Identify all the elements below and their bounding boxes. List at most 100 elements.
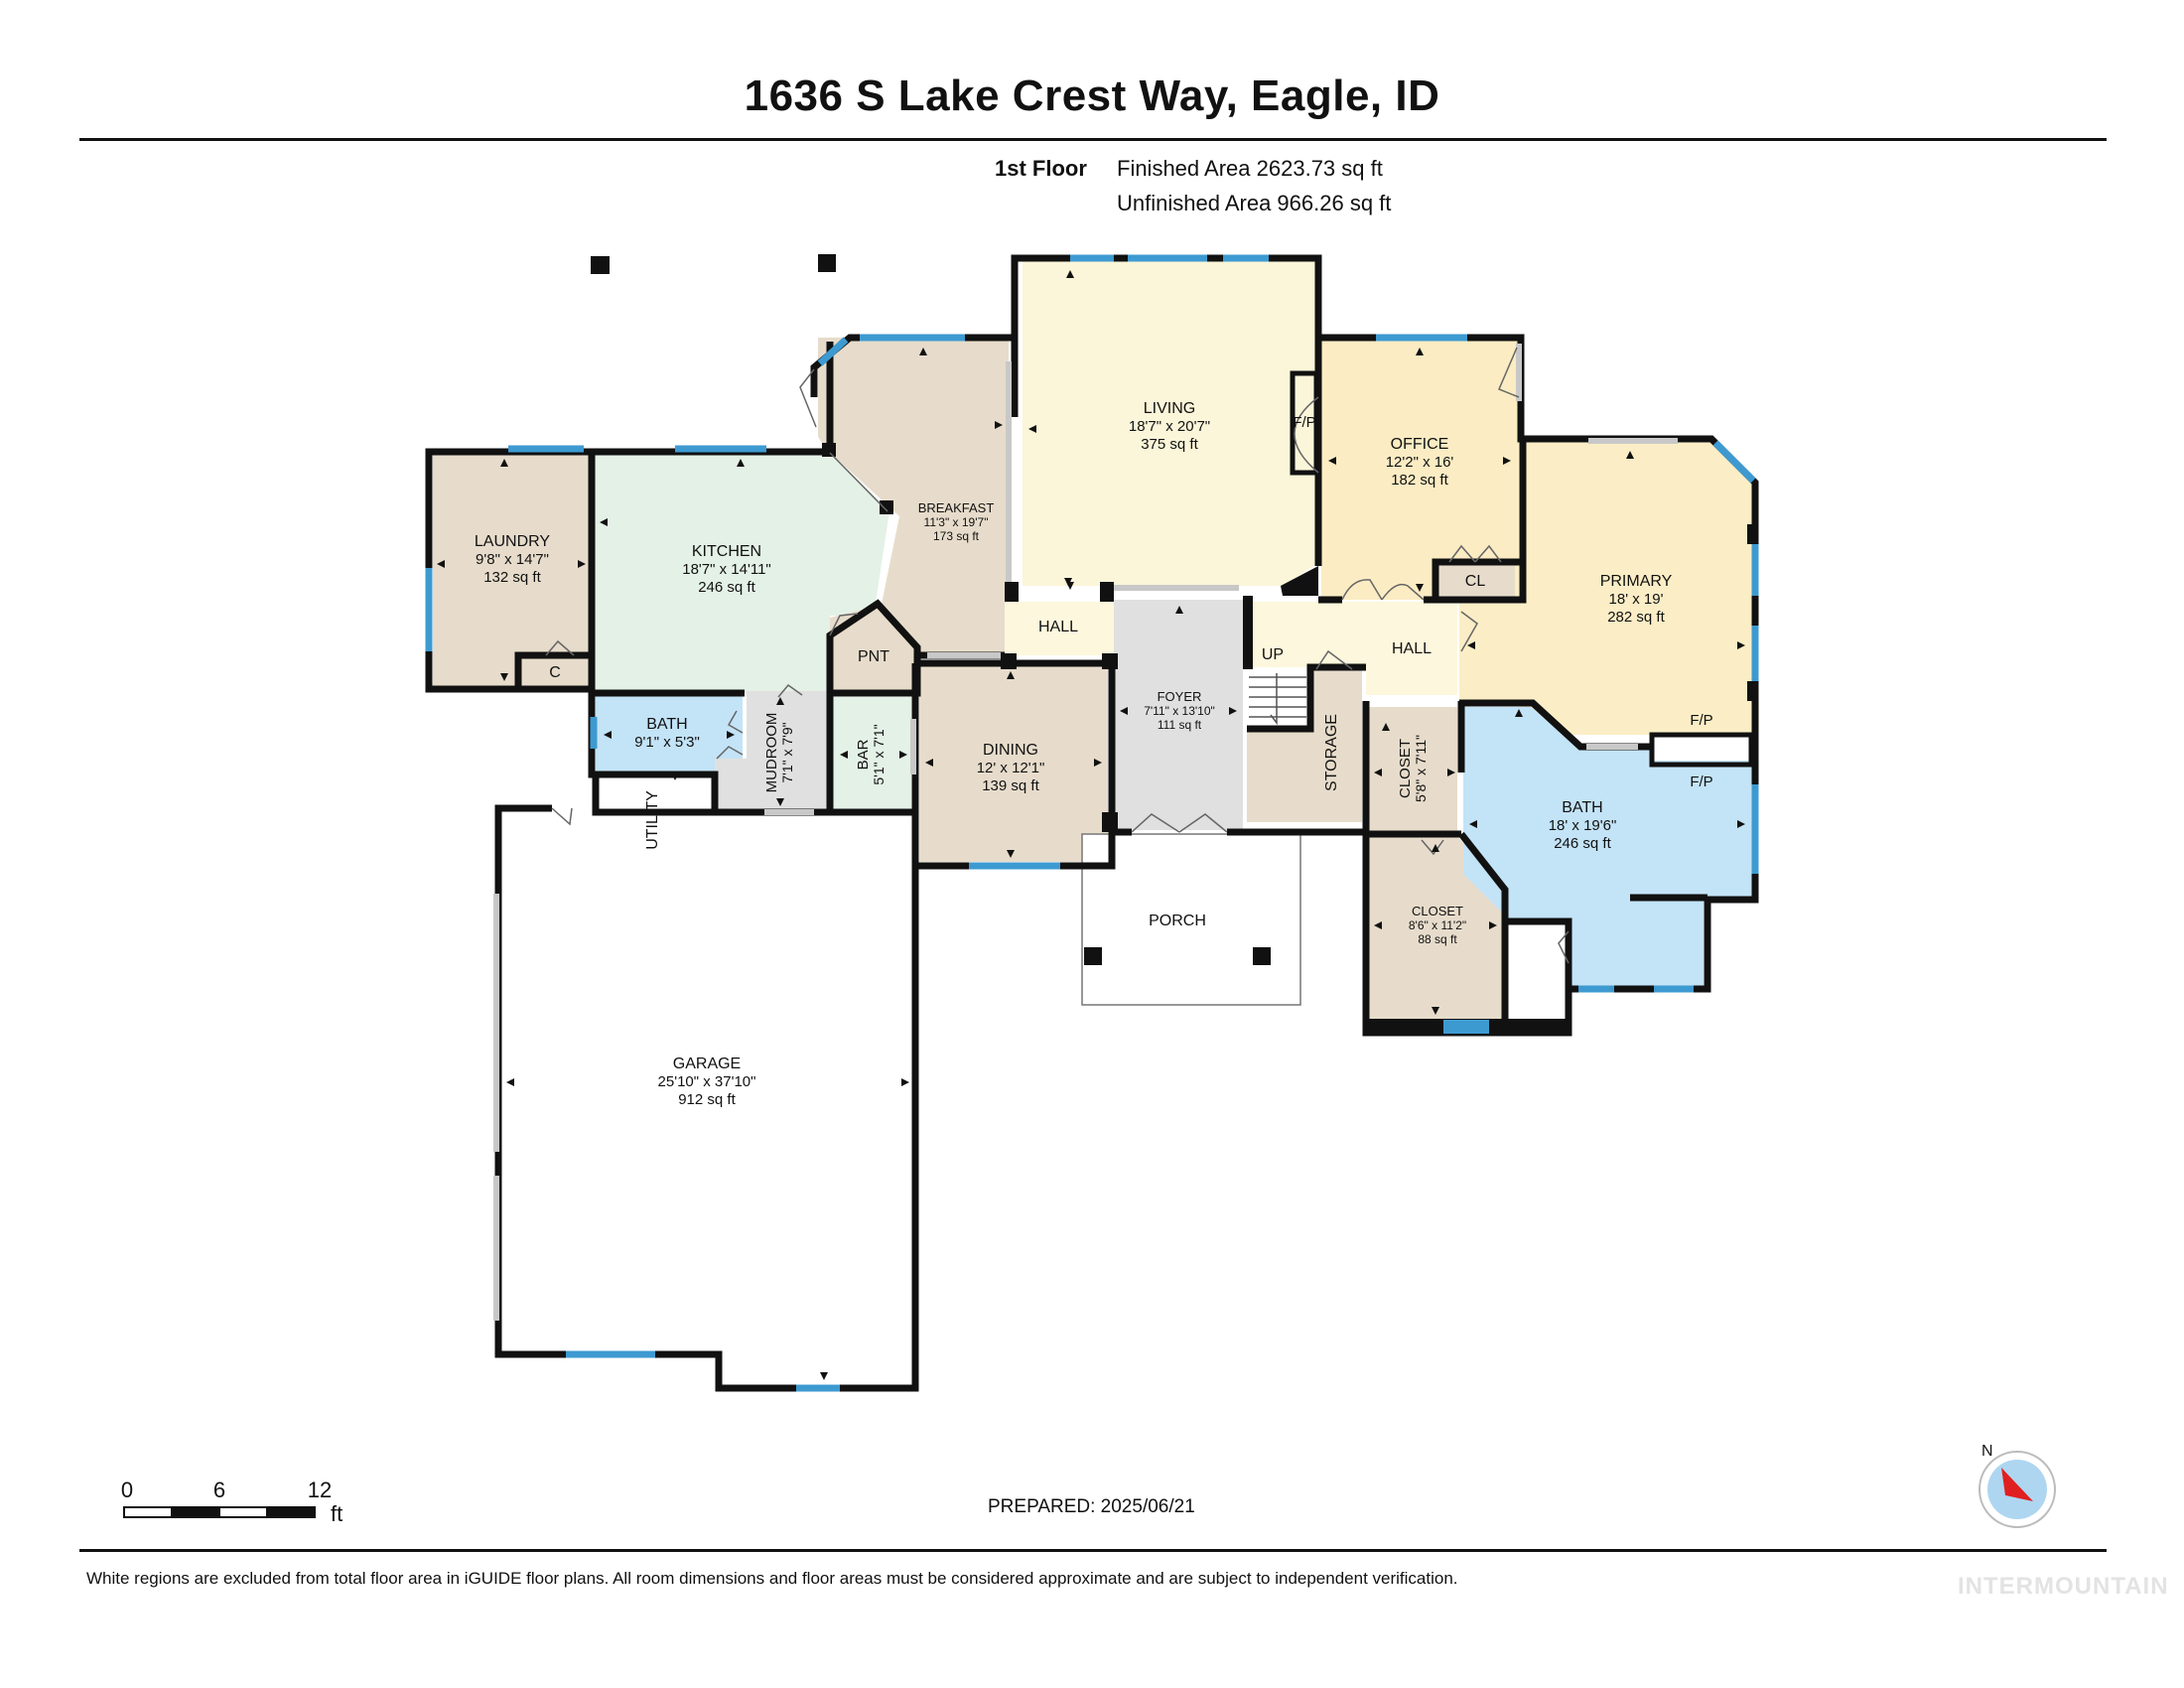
door-swing <box>1341 579 1383 601</box>
dim-arrow <box>1503 457 1511 465</box>
dim-arrow <box>1447 769 1455 776</box>
openings <box>493 344 1678 1321</box>
dim-arrow <box>1432 844 1439 852</box>
dim-arrow <box>1064 578 1072 586</box>
room-area-bath-primary: 246 sq ft <box>1554 835 1611 852</box>
cl-label: CL <box>1465 573 1486 590</box>
door-swing <box>1448 544 1476 563</box>
dim-arrow <box>1382 723 1390 731</box>
door-swing <box>727 710 744 734</box>
room-name-bath-primary: BATH <box>1562 799 1602 816</box>
stairs <box>1249 673 1306 726</box>
dim-arrow <box>737 459 745 467</box>
room-name-laundry: LAUNDRY <box>475 533 551 550</box>
corner-block <box>1747 681 1757 701</box>
door-swing <box>1421 839 1444 856</box>
primary-fireplace <box>1649 732 1754 768</box>
living-fill <box>1017 260 1317 586</box>
door-swing <box>1315 649 1353 670</box>
room-area-dining: 139 sq ft <box>982 777 1039 794</box>
dim-arrow <box>1374 769 1382 776</box>
dim-arrow <box>995 421 1003 429</box>
room-dims-primary: 18' x 19' <box>1609 591 1664 608</box>
compass-needle-icon <box>2001 1468 2033 1501</box>
dim-arrow <box>1094 759 1102 767</box>
corner-block <box>1747 524 1757 544</box>
door-swing <box>551 807 573 826</box>
corner-block <box>1281 566 1318 596</box>
pnt-label: PNT <box>858 648 889 665</box>
room-name-bath-small: BATH <box>646 716 687 733</box>
page-title: 1636 S Lake Crest Way, Eagle, ID <box>744 71 1440 120</box>
bath-small-fill <box>596 691 743 773</box>
scale-bar: 0 6 12 ft <box>121 1477 342 1526</box>
fp-bath-label: F/P <box>1690 774 1712 790</box>
scale-tick-6: 6 <box>213 1477 225 1502</box>
dim-arrow <box>1229 707 1237 715</box>
room-dims-garage: 25'10" x 37'10" <box>658 1073 756 1090</box>
dim-arrow <box>1626 451 1634 459</box>
dim-arrow <box>604 731 612 739</box>
room-labels: LIVING 18'7" x 20'7" 375 sq ft OFFICE 12… <box>475 400 1713 1108</box>
room-name-office: OFFICE <box>1391 436 1449 453</box>
kitchen-fill <box>594 449 889 693</box>
dim-arrow <box>1467 641 1475 649</box>
hall-right-fill <box>1243 602 1457 695</box>
compass-north: N <box>1981 1443 1993 1460</box>
scale-unit: ft <box>331 1501 342 1526</box>
room-name-foyer: FOYER <box>1158 689 1202 704</box>
finished-area: Finished Area 2623.73 sq ft <box>1117 156 1383 181</box>
footer-rule <box>79 1549 2107 1552</box>
room-dims-closet-a: 5'8" x 7'11" <box>1413 735 1429 802</box>
dim-arrow <box>776 697 784 705</box>
dim-arrow <box>1737 641 1745 649</box>
dim-arrow <box>1028 425 1036 433</box>
closet-b-fill <box>1368 836 1503 1023</box>
door-swing <box>716 746 744 760</box>
corner-block <box>1005 582 1019 602</box>
office-fill <box>1321 338 1519 600</box>
door-swing <box>1381 583 1425 601</box>
dim-arrow <box>1007 671 1015 679</box>
bath-wc-wall <box>1507 917 1572 987</box>
primary-fill <box>1459 439 1753 735</box>
hall-left-fill <box>1005 602 1114 655</box>
corner-block <box>1102 812 1118 832</box>
dim-arrow <box>1175 606 1183 614</box>
corner-blocks <box>592 254 1757 1033</box>
corner-block <box>822 443 836 457</box>
dim-arrow <box>727 731 735 739</box>
dim-arrow <box>1432 1007 1439 1015</box>
fp-living-label: F/P <box>1293 414 1315 431</box>
door-swing <box>777 683 803 698</box>
windows <box>425 254 1759 1392</box>
door-swing <box>829 452 888 512</box>
door-swing <box>1460 611 1478 652</box>
room-name-breakfast: BREAKFAST <box>918 500 995 515</box>
scale-seg <box>123 1506 173 1518</box>
door-swing <box>1178 813 1228 833</box>
storage-fill <box>1247 667 1362 822</box>
room-dims-closet-b: 8'6" x 11'2" <box>1409 918 1466 932</box>
door-swing <box>545 639 575 656</box>
hall-right-label: HALL <box>1392 640 1432 657</box>
dim-arrow <box>506 1078 514 1086</box>
mudroom-fill <box>715 691 828 812</box>
foyer-fill <box>1114 600 1243 830</box>
dim-arrow <box>1066 270 1074 278</box>
dim-arrow <box>899 751 907 759</box>
dim-arrow <box>1469 820 1477 828</box>
dim-arrow <box>1489 921 1497 929</box>
room-dims-laundry: 9'8" x 14'7" <box>476 551 549 568</box>
prepared-date: PREPARED: 2025/06/21 <box>988 1496 1195 1517</box>
bath-primary-fill <box>1463 707 1753 987</box>
header-rule <box>79 138 2107 141</box>
room-fills <box>433 260 1753 1023</box>
dim-arrow <box>437 560 445 568</box>
room-area-office: 182 sq ft <box>1391 472 1448 489</box>
room-area-closet-b: 88 sq ft <box>1418 932 1457 946</box>
corner-block <box>818 254 836 272</box>
utility-label: UTILITY <box>644 790 661 850</box>
corner-block <box>1102 653 1118 669</box>
closet-b-angle-wall <box>1458 831 1509 1033</box>
